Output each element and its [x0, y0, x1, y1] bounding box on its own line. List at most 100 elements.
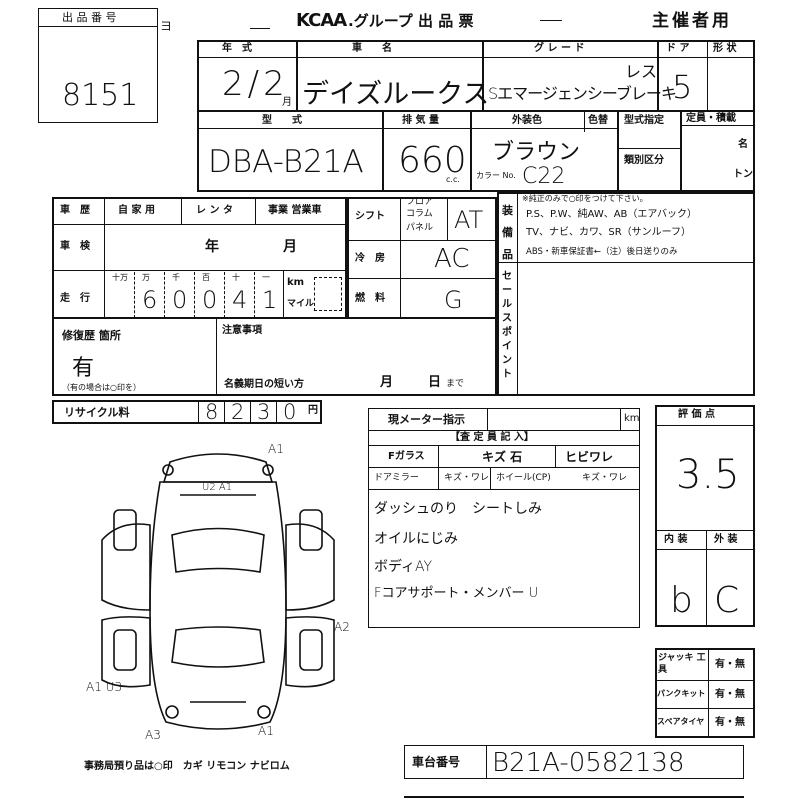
equipment-line1: P.S、P.W、純AW、AB（エアバック）	[526, 209, 698, 220]
equipment-label: 装備品	[502, 204, 513, 261]
equipment-note: ※純正のみで○印をつけて下さい。	[522, 194, 648, 203]
color-no-value: C22	[522, 164, 566, 189]
history-label: 車 歴	[60, 205, 90, 216]
brand-logo: KCAA	[296, 10, 347, 31]
spare-options: 有・無	[715, 717, 745, 728]
history-business: 事業 営業車	[268, 205, 322, 216]
grade-label: 評 価 点	[678, 409, 715, 420]
lot-box	[38, 8, 158, 123]
grade-label: グ レ ー ド	[534, 43, 585, 54]
grade-value: Sエマージェンシーブレーキ	[488, 84, 677, 103]
type-designation-label: 型式指定	[624, 115, 664, 126]
color-change-label: 色替	[588, 115, 608, 126]
door-mirror-label: ドアミラー	[374, 473, 419, 483]
history-rental: レ ン タ	[196, 205, 233, 216]
interior-value: b	[670, 580, 693, 621]
damage-mark-5: A3	[145, 728, 161, 742]
jack-options: 有・無	[715, 659, 745, 670]
history-private: 自 家 用	[118, 205, 155, 216]
wheel-label: ホイール(CP)	[496, 473, 551, 483]
capacity-label: 定員・積載	[686, 113, 736, 124]
lot-label: 出 品 番 号	[62, 11, 117, 24]
color-no-label: カラー No.	[476, 171, 516, 180]
shift-floor: フロア	[406, 197, 434, 207]
note-3: ボディAY	[374, 559, 433, 575]
mid-block	[347, 197, 497, 319]
door-label: ド ア	[666, 43, 690, 54]
inspection-label: 車 検	[60, 241, 90, 252]
fuel-value: G	[444, 286, 463, 314]
equipment-block	[497, 192, 755, 396]
jack-label: ジャッキ 工具	[658, 653, 706, 675]
chassis-value: B21A-0582138	[492, 748, 685, 778]
capacity-unit-people: 名	[738, 139, 748, 150]
office-items: 事務局預り品は○印 カギ リモコン ナビロム	[84, 761, 290, 772]
spare-label: スペアタイヤ	[657, 717, 705, 726]
mileage-digit: 4	[232, 286, 248, 314]
damage-mark-4: A1 U3	[86, 680, 123, 694]
mileage-digit: 0	[202, 286, 218, 314]
damage-mark-6: A1	[258, 724, 274, 738]
car-diagram	[101, 453, 335, 730]
inspection-year: 年	[205, 239, 219, 255]
equipment-line3: ABS・新車保証書←（注）後日送りのみ	[526, 247, 678, 257]
interior-label: 内 装	[664, 534, 688, 545]
organizer-label: 主催者用	[652, 11, 732, 31]
expiry-month: 月	[380, 375, 394, 390]
grade-value: 3.5	[676, 452, 740, 498]
exterior-grade-label: 外 装	[714, 534, 738, 545]
shift-value: AT	[454, 206, 484, 234]
grade-note: レス	[625, 62, 658, 81]
mileage-digit: 6	[142, 286, 158, 314]
sales-point-label: セールスポイント	[502, 271, 512, 380]
year-unit: 月	[282, 97, 292, 108]
note-1: ダッシュのり シートしみ	[374, 501, 542, 517]
puncture-options: 有・無	[715, 689, 745, 700]
door-mirror-marks: キズ・ワレ	[444, 473, 490, 483]
mileage-digit-head: 千	[172, 273, 180, 282]
model-value: DBA-B21A	[208, 144, 364, 180]
row2	[197, 112, 755, 192]
repair-value: 有	[72, 356, 95, 381]
displacement-unit: c.c.	[446, 175, 460, 184]
damage-mark-2: U2 A1	[202, 482, 233, 493]
fglass-marks: キズ 石	[482, 450, 523, 464]
lot-number: 8151	[62, 78, 139, 113]
ac-label: 冷 房	[355, 253, 385, 264]
name-label: 車 名	[352, 43, 392, 54]
door-value: 5	[672, 68, 693, 106]
mileage-digit-head: 十	[232, 273, 240, 282]
expiry-label: 名義期日の短い方	[224, 379, 304, 390]
repair-label: 修復歴 箇所	[62, 329, 121, 342]
displacement-value: 660	[398, 140, 467, 181]
mileage-mile: マイル	[287, 299, 315, 309]
mileage-digit-head: 百	[202, 273, 210, 282]
exterior-label: 外装色	[512, 115, 542, 126]
wheel-marks: キズ・ワレ	[582, 473, 628, 483]
equipment-line2: TV、ナビ、カワ、SR（サンルーフ）	[526, 227, 692, 238]
year-value: 2/2	[222, 64, 289, 104]
shape-label: 形 状	[713, 43, 737, 54]
mileage-label: 走 行	[60, 293, 90, 304]
form-title: .グループ 出 品 票	[348, 12, 474, 30]
history-block	[52, 197, 347, 319]
chassis-label: 車台番号	[412, 755, 461, 769]
recycle-digit: 2	[231, 400, 245, 424]
expiry-until: まで	[446, 379, 465, 389]
mileage-digit-head: 一	[262, 273, 270, 282]
recycle-digit: 0	[283, 400, 297, 424]
tools-block	[655, 648, 755, 738]
expiry-day: 日	[428, 375, 442, 390]
class-label: 類別区分	[624, 155, 664, 166]
mileage-km: km	[287, 277, 305, 288]
mileage-digit-head: 十万	[112, 273, 128, 282]
inspection-month: 月	[283, 239, 297, 255]
exterior-value: ブラウン	[492, 140, 581, 165]
mileage-digit: 1	[262, 286, 278, 314]
shift-panel: パネル	[406, 223, 434, 233]
ac-value: AC	[434, 244, 470, 274]
shift-column: コラム	[406, 209, 433, 219]
displacement-label: 排 気 量	[402, 115, 439, 126]
damage-mark-3: A2	[334, 620, 350, 634]
notice-label: 注意事項	[222, 325, 262, 336]
